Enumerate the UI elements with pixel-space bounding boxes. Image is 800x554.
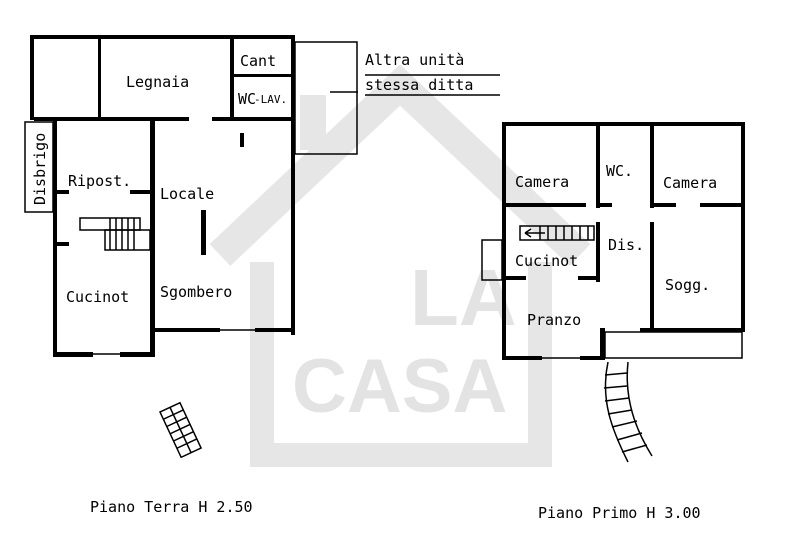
room-label-cant: Cant xyxy=(240,52,276,70)
wall xyxy=(650,126,654,208)
wall xyxy=(34,117,189,121)
wall xyxy=(506,276,526,280)
wall xyxy=(596,126,600,208)
wall xyxy=(654,203,676,207)
wall xyxy=(230,39,234,117)
room-label-wc-note: -LAV. xyxy=(254,93,287,106)
watermark-chimney-icon xyxy=(300,95,326,150)
caption-first-floor: Piano Primo H 3.00 xyxy=(538,504,701,522)
room-label-cucinot: Cucinot xyxy=(515,252,578,270)
wall xyxy=(155,328,220,332)
wall xyxy=(600,203,612,207)
room-label-sgombero: Sgombero xyxy=(160,283,232,301)
room-label-cucinot: Cucinot xyxy=(66,288,129,306)
wall xyxy=(700,203,745,207)
wall xyxy=(255,328,295,332)
wall xyxy=(57,242,69,246)
wall xyxy=(120,352,155,357)
other-unit-box xyxy=(294,41,358,155)
wall xyxy=(57,190,69,194)
wall xyxy=(30,35,295,39)
bay-outline xyxy=(481,239,503,281)
wall xyxy=(640,328,745,332)
wall xyxy=(30,35,34,120)
wall xyxy=(212,117,291,121)
watermark-text-casa: CASA xyxy=(292,344,507,429)
wall xyxy=(53,121,57,357)
note-other-unit-line2: stessa ditta xyxy=(365,76,473,94)
room-label-locale: Locale xyxy=(160,185,214,203)
caption-ground-floor: Piano Terra H 2.50 xyxy=(90,498,253,516)
wall xyxy=(600,328,605,360)
wall xyxy=(150,121,155,357)
first-stair-icon xyxy=(519,225,595,241)
room-label-wc: WC xyxy=(238,90,256,108)
exterior-stair-first-icon xyxy=(603,361,653,463)
wall xyxy=(506,203,586,207)
ground-stair-icon xyxy=(79,217,151,251)
room-label-dis: Dis. xyxy=(608,236,644,254)
first-floor-plan: Camera WC. Camera Dis. Cucinot Sogg. Pra… xyxy=(481,122,745,522)
watermark-roof-icon xyxy=(209,64,591,266)
room-label-pranzo: Pranzo xyxy=(527,311,581,329)
wall xyxy=(201,210,206,255)
wall xyxy=(502,356,542,360)
wall xyxy=(53,352,93,357)
wall xyxy=(578,276,600,280)
exterior-stair-ground-icon xyxy=(159,401,203,459)
wall xyxy=(291,35,295,335)
wall xyxy=(580,356,605,360)
watermark-text-la: LA xyxy=(410,253,517,342)
room-label-ripost: Ripost. xyxy=(68,172,131,190)
watermark: LA CASA xyxy=(209,64,591,467)
room-label-camera-right: Camera xyxy=(663,174,717,192)
wall xyxy=(234,74,291,77)
wall xyxy=(650,222,654,328)
ground-floor-plan: Legnaia Cant WC -LAV. Disbrigo Ripost. L… xyxy=(24,35,500,516)
wall xyxy=(98,39,101,119)
wall xyxy=(240,133,244,147)
room-label-camera-left: Camera xyxy=(515,173,569,191)
wall xyxy=(502,122,506,360)
wall xyxy=(130,190,150,194)
wall xyxy=(741,122,745,332)
wall xyxy=(596,222,600,282)
room-label-legnaia: Legnaia xyxy=(126,73,189,91)
room-label-sogg: Sogg. xyxy=(665,276,710,294)
note-other-unit-line1: Altra unità xyxy=(365,51,464,69)
wall xyxy=(502,122,745,126)
room-label-wc: WC. xyxy=(606,162,633,180)
room-label-disbrigo: Disbrigo xyxy=(31,133,49,205)
balcony xyxy=(604,331,743,359)
